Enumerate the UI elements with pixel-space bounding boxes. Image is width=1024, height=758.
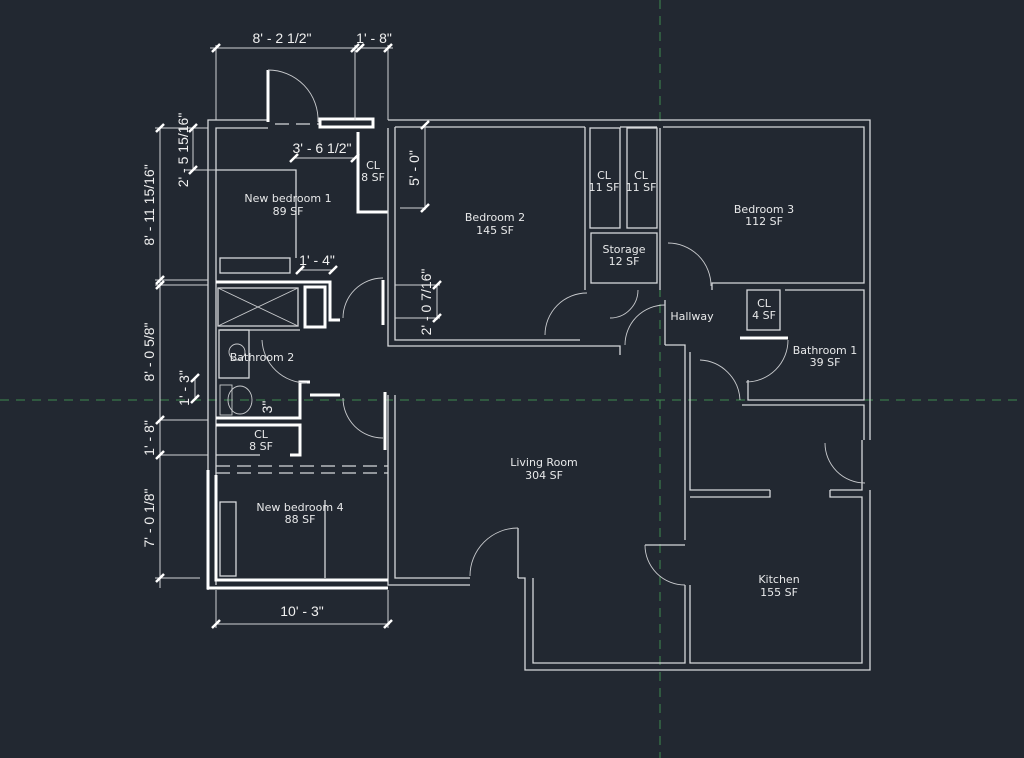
dim-bedroom4-width: 10' - 3" [280,603,323,619]
room-label-text: New bedroom 4 [256,501,343,514]
walls [206,117,871,671]
room-label-text: 304 SF [525,469,563,482]
dim-closet-height: 1' - 8" [141,420,157,456]
room-label-text: New bedroom 1 [244,192,331,205]
room-bathroom-2[interactable]: Bathroom 2 [230,351,295,364]
dim-top-width: 8' - 2 1/2" [252,30,311,46]
room-label-text: Kitchen [758,573,799,586]
dim-bedroom2-door: 2' - 0 7/16" [418,269,434,336]
room-label-text: Living Room [510,456,578,469]
room-closet-4[interactable]: CL4 SF [752,297,776,322]
room-label-text: CL [254,428,269,441]
room-new-bedroom-4[interactable]: New bedroom 488 SF [256,501,343,526]
dim-bedroom4-height: 7' - 0 1/8" [141,488,157,547]
room-closet-1[interactable]: CL8 SF [361,159,385,184]
room-label-text: Bathroom 2 [230,351,295,364]
room-hallway[interactable]: Hallway [670,310,714,323]
room-label-text: 11 SF [589,181,620,194]
room-label-text: 155 SF [760,586,798,599]
doors [219,69,866,586]
dim-bedroom1-inner: 3' - 6 1/2" [292,140,351,156]
room-label-text: Bathroom 1 [793,344,858,357]
dim-bathroom2-height: 8' - 0 5/8" [141,322,157,381]
dim-bed-width: 1' - 4" [299,252,335,268]
room-closet-5[interactable]: CL8 SF [249,428,273,453]
room-label-text: Hallway [670,310,714,323]
room-label-text: 8 SF [361,171,385,184]
dimension-labels: 8' - 2 1/2" 1' - 8" 3' - 6 1/2" 1' - 4" … [141,30,434,619]
room-label-text: Bedroom 2 [465,211,525,224]
dim-top-closet: 1' - 8" [356,30,392,46]
room-label-text: Bedroom 3 [734,203,794,216]
dim-bedroom2-closet: 5' - 0" [406,150,422,186]
room-new-bedroom-1[interactable]: New bedroom 189 SF [244,192,331,218]
room-label-text: 12 SF [609,255,640,268]
dimension-lines [155,43,442,629]
dim-toilet-offset: 1' - 3" [176,370,192,406]
room-label-text: Storage [602,243,645,256]
room-label-text: 89 SF [273,205,304,218]
room-label-text: CL [366,159,381,172]
room-label-text: CL [757,297,772,310]
room-label-text: CL [634,169,649,182]
room-label-text: 88 SF [285,513,316,526]
dim-bedroom1-height: 8' - 11 15/16" [141,164,157,245]
room-bathroom-1[interactable]: Bathroom 139 SF [793,344,858,369]
room-label-text: 145 SF [476,224,514,237]
room-label-text: CL [597,169,612,182]
room-label-text: 112 SF [745,215,783,228]
sink-icon [228,343,246,361]
room-label-text: 39 SF [810,356,841,369]
dim-bedroom1-upper: 2' - 5 15/16" [175,113,191,188]
room-label-text: 11 SF [626,181,657,194]
room-label-text: 4 SF [752,309,776,322]
dim-toilet-gap: 3" [259,401,275,414]
toilet-icon [227,385,253,415]
room-label-text: 8 SF [249,440,273,453]
